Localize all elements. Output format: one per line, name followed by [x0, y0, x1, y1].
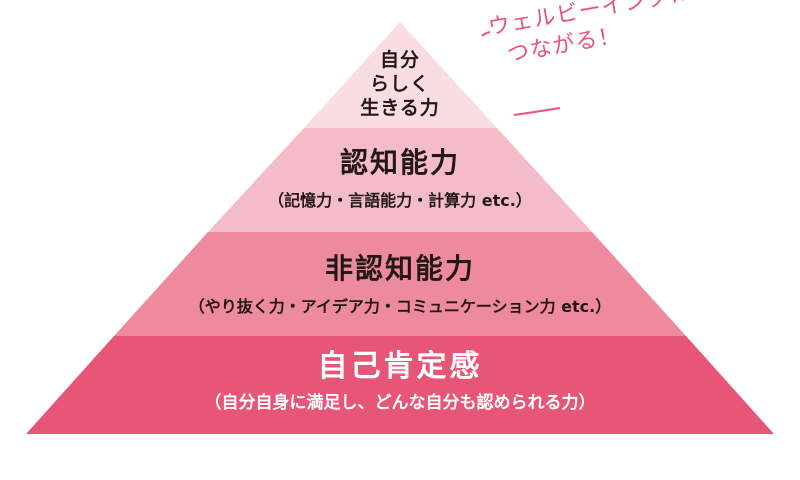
base-title: 自己肯定感: [317, 349, 483, 384]
cognitive-title: 認知能力: [339, 146, 460, 179]
cognitive-subtitle: （記憶力・言語能力・計算力 etc.）: [268, 191, 532, 210]
base-text: 自己肯定感 （自分自身に満足し、どんな自分も認められる力）: [0, 350, 800, 414]
cognitive-text: 認知能力 （記憶力・言語能力・計算力 etc.）: [0, 146, 800, 212]
apex-line-3: 生きる力: [360, 97, 440, 119]
note-underline-bottom: [513, 107, 561, 116]
note-underline-top: [481, 31, 491, 37]
apex-line-1: 自分: [379, 49, 420, 71]
noncognitive-text: 非認知能力 （やり抜く力・アイデア力・コミュニケーション力 etc.）: [0, 252, 800, 318]
pyramid-layer-noncognitive: [114, 232, 686, 336]
apex-line-2: らしく: [369, 73, 430, 95]
apex-text: 自分 らしく 生きる力: [0, 48, 800, 120]
pyramid-base-layer: [26, 336, 774, 434]
pyramid-apex-layer: [304, 22, 497, 128]
noncognitive-subtitle: （やり抜く力・アイデア力・コミュニケーション力 etc.）: [188, 297, 612, 316]
pyramid-layer-cognitive: [208, 128, 592, 232]
base-subtitle: （自分自身に満足し、どんな自分も認められる力）: [204, 393, 596, 413]
noncognitive-title: 非認知能力: [324, 252, 475, 285]
